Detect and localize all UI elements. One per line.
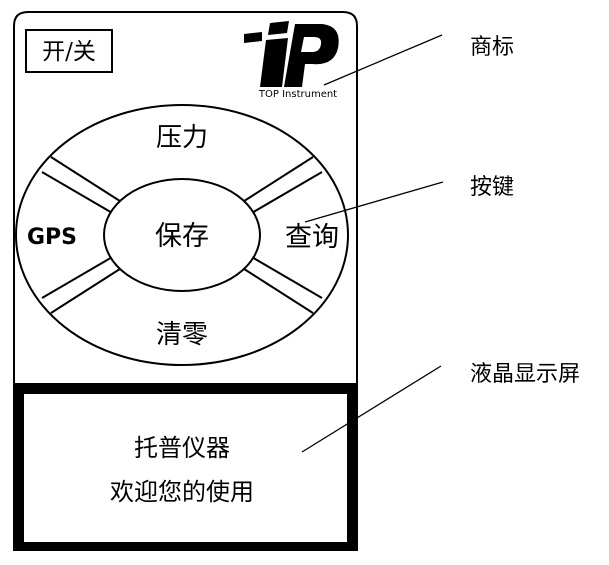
logo-annotation: 商标 bbox=[470, 35, 514, 60]
lcd-line-2: 欢迎您的使用 bbox=[110, 478, 254, 506]
power-button[interactable]: 开/关 bbox=[25, 29, 113, 73]
keypad-divider bbox=[41, 255, 115, 299]
save-key-label: 保存 bbox=[155, 221, 209, 252]
keypad-divider bbox=[249, 255, 323, 299]
keypad-divider bbox=[50, 156, 124, 204]
gps-key-label[interactable]: GPS bbox=[27, 225, 77, 250]
keys-annotation: 按键 bbox=[470, 175, 514, 200]
keypad-divider bbox=[249, 171, 323, 215]
logo-dash-icon bbox=[244, 32, 262, 43]
lcd-annotation: 液晶显示屏 bbox=[470, 362, 580, 387]
keys-leader-line bbox=[304, 181, 444, 223]
keypad-divider bbox=[41, 171, 115, 215]
keypad-divider bbox=[50, 266, 124, 314]
lcd-line-1: 托普仪器 bbox=[134, 434, 230, 462]
power-button-label: 开/关 bbox=[42, 39, 96, 65]
logo-i-stem-icon bbox=[260, 38, 288, 87]
save-key[interactable] bbox=[103, 178, 261, 292]
pressure-key-label[interactable]: 压力 bbox=[156, 123, 208, 153]
logo-p-icon bbox=[284, 24, 339, 87]
clear-key-label[interactable]: 清零 bbox=[156, 320, 208, 350]
logo-i-dot-icon bbox=[268, 21, 289, 35]
lcd-leader-line bbox=[301, 365, 442, 453]
query-key-label[interactable]: 查询 bbox=[285, 222, 339, 253]
keypad: 压力 GPS 保存 查询 清零 bbox=[15, 104, 349, 366]
logo-leader-line bbox=[323, 34, 443, 86]
lcd-display: 托普仪器 欢迎您的使用 bbox=[14, 383, 357, 550]
logo-caption: TOP Instrument bbox=[258, 89, 337, 100]
keypad-divider bbox=[240, 156, 314, 204]
keypad-divider bbox=[240, 266, 314, 314]
brand-logo: TOP Instrument bbox=[244, 21, 339, 100]
